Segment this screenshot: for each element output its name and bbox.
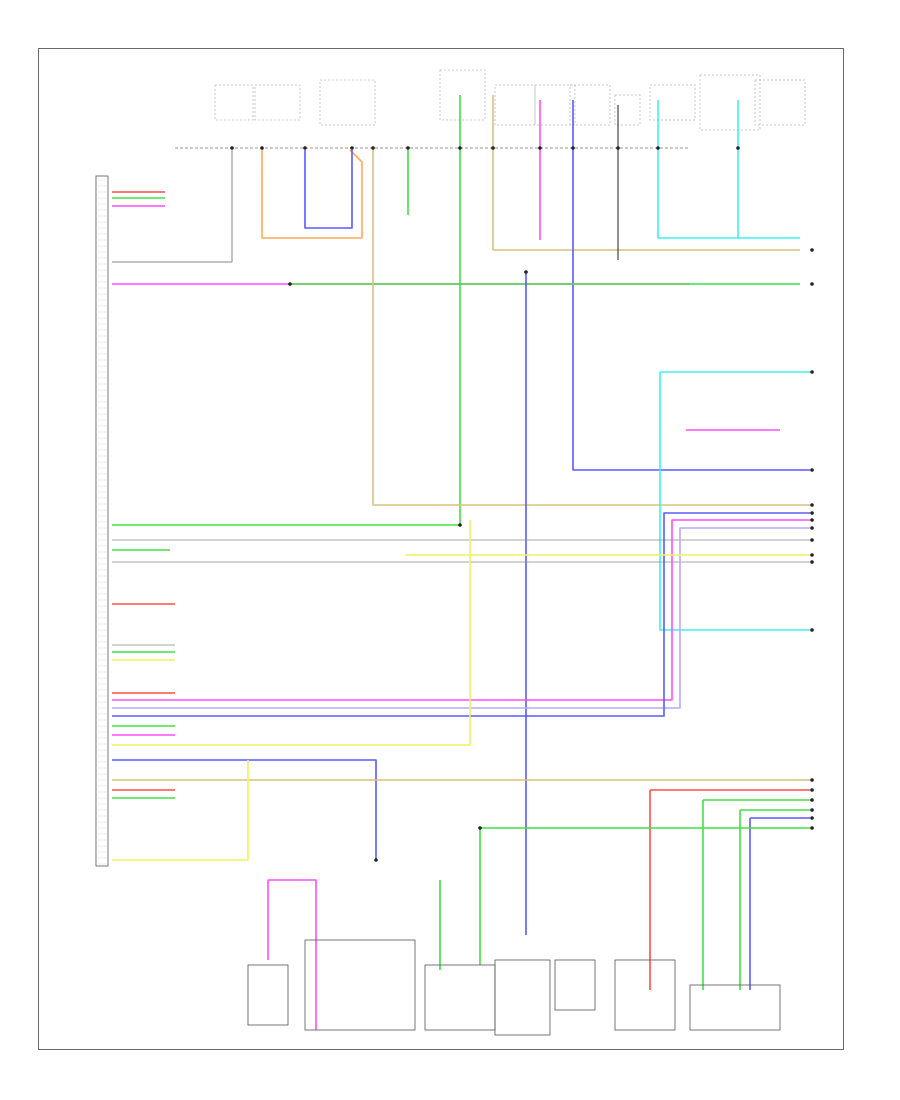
junction-dot [371, 146, 375, 150]
bottom-component-box [689, 984, 781, 1031]
top-component-box [494, 84, 536, 126]
junction-dot [524, 270, 528, 274]
junction-dot [616, 146, 620, 150]
terminal-dot [810, 526, 814, 530]
terminal-dot [810, 788, 814, 792]
wire-gray-top [112, 150, 233, 263]
ecu-connector-strip [95, 175, 109, 867]
wire-violet-long [112, 527, 810, 709]
bottom-component-box [304, 939, 416, 1031]
top-component-box [439, 69, 486, 121]
junction-dot [538, 146, 542, 150]
junction-dot [571, 146, 575, 150]
junction-dot [458, 146, 462, 150]
junction-dot [656, 146, 660, 150]
junction-dot [406, 146, 410, 150]
junction-dot [260, 146, 264, 150]
wire-yellow-mid [112, 520, 471, 746]
terminal-dot [810, 560, 814, 564]
top-component-box [754, 79, 806, 126]
wire-blue-down [112, 759, 377, 860]
top-component-box [254, 84, 301, 121]
junction-dot [736, 146, 740, 150]
wire-blue-loop [304, 150, 353, 229]
junction-dot [374, 858, 378, 862]
terminal-dot [810, 511, 814, 515]
bottom-component-box [247, 964, 289, 1026]
bottom-component-box [614, 959, 676, 1031]
junction-dot [478, 826, 482, 830]
terminal-dot [810, 778, 814, 782]
terminal-dot [810, 826, 814, 830]
wire-cyan-long [659, 372, 810, 631]
terminal-dot [810, 553, 814, 557]
terminal-dot [810, 628, 814, 632]
bottom-component-box [554, 959, 596, 1011]
top-component-box [699, 74, 761, 131]
terminal-dot [810, 370, 814, 374]
terminal-dot [810, 816, 814, 820]
junction-dot [230, 146, 234, 150]
terminal-dot [810, 538, 814, 542]
bottom-component-box [424, 964, 496, 1031]
wire-cyan-top [657, 100, 800, 239]
terminal-dot [810, 518, 814, 522]
junction-dot [491, 146, 495, 150]
top-component-box [649, 84, 696, 121]
terminal-dot [810, 468, 814, 472]
terminal-dot [810, 248, 814, 252]
wire-blue-long [112, 512, 810, 717]
wire-orange [261, 148, 363, 239]
top-component-box [534, 84, 576, 126]
wire-pink-bottom2 [268, 879, 317, 1030]
junction-dot [350, 146, 354, 150]
top-component-box [614, 94, 641, 126]
terminal-dot [810, 282, 814, 286]
top-component-box [569, 84, 611, 126]
terminal-dot [810, 798, 814, 802]
wire-blue-right [572, 100, 810, 471]
diagram-frame [38, 48, 844, 1050]
terminal-dot [810, 503, 814, 507]
top-component-box [319, 79, 376, 126]
wire-pink-long [112, 519, 810, 701]
bottom-component-box [494, 959, 551, 1036]
top-component-box [214, 84, 254, 121]
junction-dot [288, 282, 292, 286]
junction-dot [303, 146, 307, 150]
wire-tan-long [372, 150, 810, 506]
junction-dot [458, 523, 462, 527]
wire-yellow-ecu [112, 760, 249, 861]
wire-tan-top [492, 95, 800, 251]
terminal-dot [810, 808, 814, 812]
